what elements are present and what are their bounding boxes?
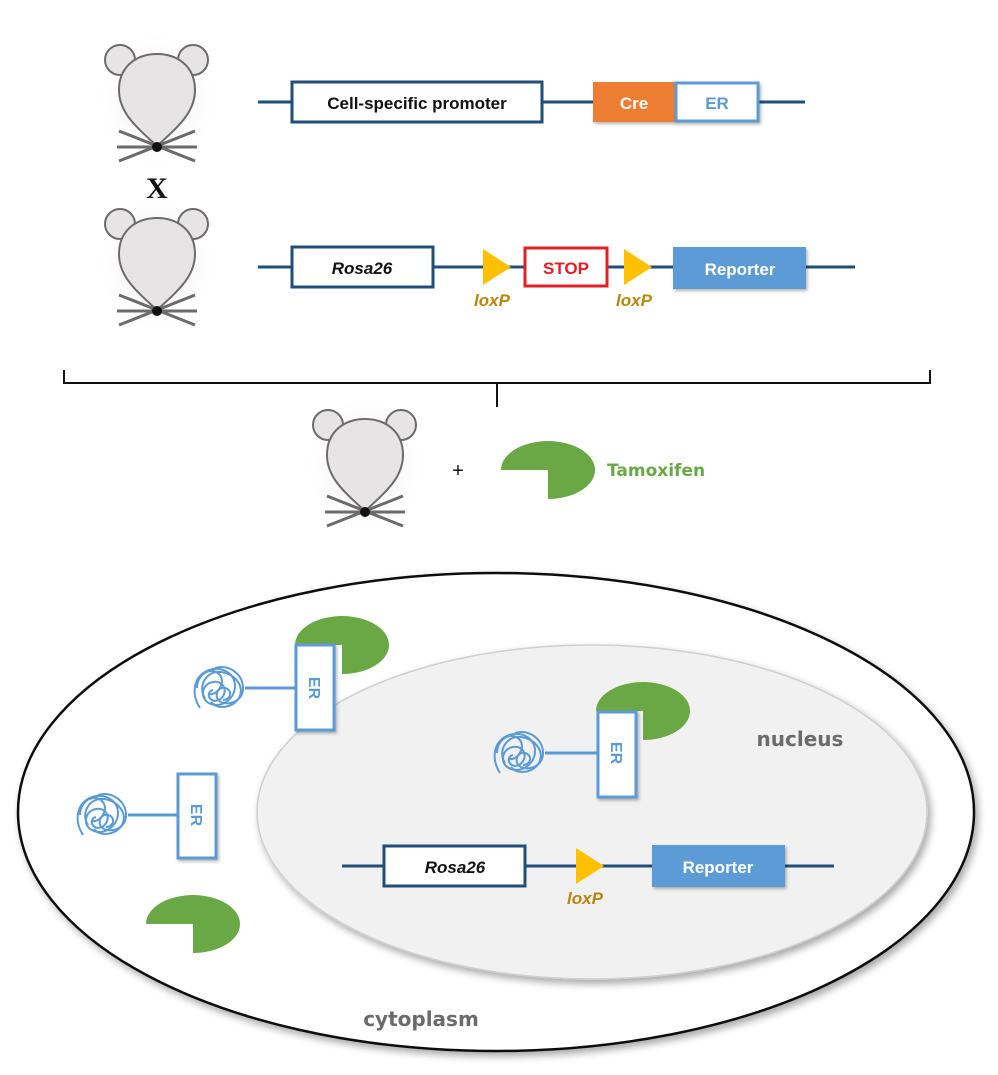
construct-cre-er: Cell-specific promoter Cre ER bbox=[258, 80, 805, 124]
er-label: ER bbox=[187, 804, 204, 827]
rosa26-label: Rosa26 bbox=[332, 259, 393, 278]
reporter-box bbox=[673, 247, 806, 289]
tamoxifen-label: Tamoxifen bbox=[607, 461, 705, 481]
construct-rosa26-stop-reporter: Rosa26 loxP STOP loxP Reporter bbox=[258, 245, 855, 310]
cre-er-unbound: ER bbox=[76, 772, 218, 860]
mouse-parent-1-icon bbox=[93, 26, 221, 174]
cell: nucleus cytoplasm ER ER ER bbox=[16, 571, 976, 1053]
er-box bbox=[294, 643, 336, 732]
stop-label: STOP bbox=[543, 259, 589, 278]
plus-sign: + bbox=[452, 460, 464, 482]
rosa26-box bbox=[290, 245, 435, 289]
nucleus-label: nucleus bbox=[757, 727, 844, 751]
recombined-construct: Rosa26 loxP Reporter bbox=[342, 844, 834, 908]
mouse-offspring-icon bbox=[301, 391, 429, 539]
cre-er-tamoxifen-complex-1: ER bbox=[193, 616, 389, 732]
er-label: ER bbox=[607, 742, 624, 765]
rosa26-label: Rosa26 bbox=[425, 858, 486, 877]
nucleus-envelope bbox=[256, 644, 928, 980]
promoter-box bbox=[290, 80, 544, 124]
loxp-1-icon bbox=[483, 249, 511, 285]
cytoplasm-label: cytoplasm bbox=[363, 1007, 479, 1031]
promoter-label: Cell-specific promoter bbox=[327, 94, 507, 113]
er-label: ER bbox=[305, 677, 322, 700]
loxp-1-label: loxP bbox=[474, 291, 511, 310]
reporter-label: Reporter bbox=[705, 260, 776, 279]
er-box bbox=[596, 710, 638, 799]
reporter-label: Reporter bbox=[683, 858, 754, 877]
loxp-2-icon bbox=[624, 249, 652, 285]
cre-label: Cre bbox=[620, 94, 648, 113]
mouse-parent-2-icon bbox=[93, 190, 221, 338]
stop-box bbox=[523, 246, 609, 288]
loxp-2-label: loxP bbox=[616, 291, 653, 310]
cre-box bbox=[593, 82, 675, 122]
tamoxifen-icon bbox=[501, 441, 595, 499]
loxp-label: loxP bbox=[567, 889, 604, 908]
er-box bbox=[176, 772, 218, 860]
reporter-box bbox=[652, 845, 785, 887]
bracket bbox=[63, 370, 931, 407]
cre-er-tamoxifen-complex-2: ER bbox=[493, 682, 690, 799]
er-label: ER bbox=[705, 94, 729, 113]
loxp-icon bbox=[576, 848, 604, 884]
rosa26-box bbox=[382, 844, 527, 888]
er-box bbox=[674, 81, 760, 123]
